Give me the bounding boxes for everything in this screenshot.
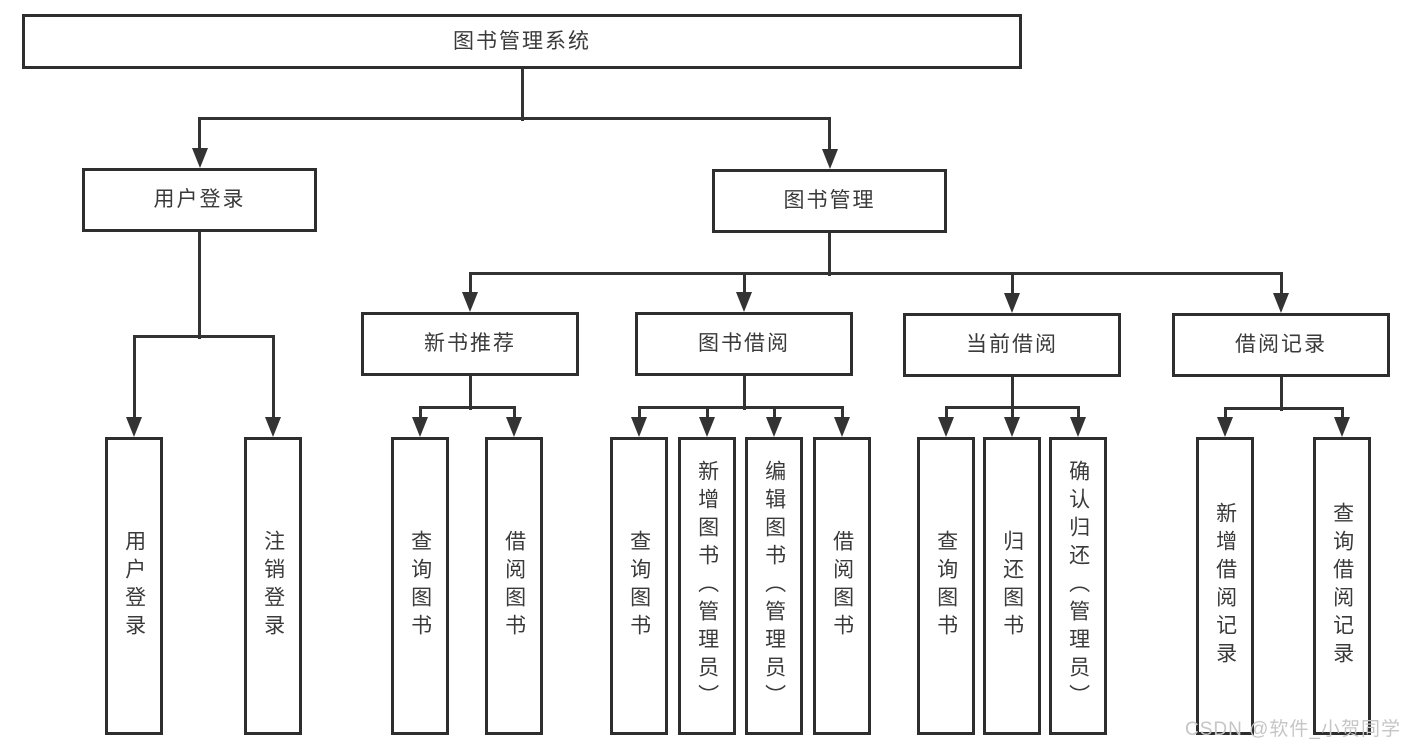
arrow-down-icon [699, 417, 715, 437]
arrow-down-icon [462, 292, 478, 312]
node-borrow-books-recommend: 借阅图书 [485, 437, 543, 735]
arrow-down-icon [1334, 417, 1350, 437]
connector-line [132, 334, 275, 338]
arrow-down-icon [412, 417, 428, 437]
connector-line [1279, 377, 1283, 411]
node-book-borrowing: 图书借阅 [635, 312, 853, 376]
connector-line [418, 407, 422, 419]
connector-line [198, 232, 201, 339]
connector-line [1010, 273, 1014, 295]
arrow-down-icon [736, 292, 752, 312]
node-current-borrowing: 当前借阅 [903, 313, 1121, 377]
connector-line [132, 336, 136, 419]
connector-line [742, 273, 746, 294]
connector-line [1279, 273, 1283, 295]
arrow-down-icon [506, 417, 522, 437]
connector-line [468, 376, 472, 410]
arrow-down-icon [1273, 293, 1289, 313]
node-borrow-books-borrowing: 借阅图书 [813, 437, 871, 735]
connector-line [468, 273, 472, 294]
node-query-books-borrowing: 查询图书 [610, 437, 668, 735]
node-library-system: 图书管理系统 [22, 14, 1022, 69]
node-borrowing-records: 借阅记录 [1172, 313, 1390, 377]
connector-line [1010, 377, 1014, 410]
node-new-book-recommendation: 新书推荐 [361, 312, 579, 376]
node-confirm-return-admin: 确认归还（管理员） [1049, 437, 1107, 735]
arrow-down-icon [631, 417, 647, 437]
connector-line [418, 405, 516, 409]
connector-line [1223, 406, 1344, 410]
connector-line [1010, 407, 1014, 419]
arrow-down-icon [1217, 417, 1233, 437]
node-edit-books-admin: 编辑图书（管理员） [745, 437, 803, 735]
connector-line [772, 407, 776, 419]
connector-line [637, 407, 641, 419]
connector-line [512, 407, 516, 419]
connector-line [828, 118, 831, 151]
arrow-down-icon [1004, 417, 1020, 437]
connector-line [944, 407, 948, 419]
connector-line [271, 336, 275, 419]
arrow-down-icon [1070, 417, 1086, 437]
connector-line [1223, 408, 1227, 419]
node-query-borrow-record: 查询借阅记录 [1313, 437, 1371, 735]
connector-line [468, 271, 1283, 275]
arrow-down-icon [191, 148, 208, 168]
connector-line [840, 407, 844, 419]
connector-line [637, 405, 844, 409]
node-logout-leaf: 注销登录 [244, 437, 302, 735]
node-user-login-leaf: 用户登录 [105, 437, 163, 735]
connector-line [828, 233, 831, 276]
connector-line [520, 69, 524, 121]
node-return-books: 归还图书 [983, 437, 1041, 735]
node-add-borrow-record: 新增借阅记录 [1196, 437, 1254, 735]
node-user-login: 用户登录 [82, 168, 317, 232]
connector-line [198, 118, 201, 150]
arrow-down-icon [265, 417, 281, 437]
connector-line [705, 407, 709, 419]
arrow-down-icon [766, 417, 782, 437]
arrow-down-icon [126, 417, 142, 437]
connector-line [1076, 407, 1080, 419]
arrow-down-icon [938, 417, 954, 437]
node-query-books-current: 查询图书 [917, 437, 975, 735]
node-book-management: 图书管理 [712, 169, 947, 233]
csdn-watermark: CSDN @软件_小贺同学 [1185, 719, 1401, 740]
arrow-down-icon [1004, 293, 1020, 313]
arrow-down-icon [834, 417, 850, 437]
connector-line [1340, 408, 1344, 419]
connector-line [198, 116, 831, 120]
arrow-down-icon [821, 149, 838, 169]
connector-line [742, 376, 746, 410]
node-add-books-admin: 新增图书（管理员） [678, 437, 736, 735]
node-query-books-recommend: 查询图书 [391, 437, 449, 735]
